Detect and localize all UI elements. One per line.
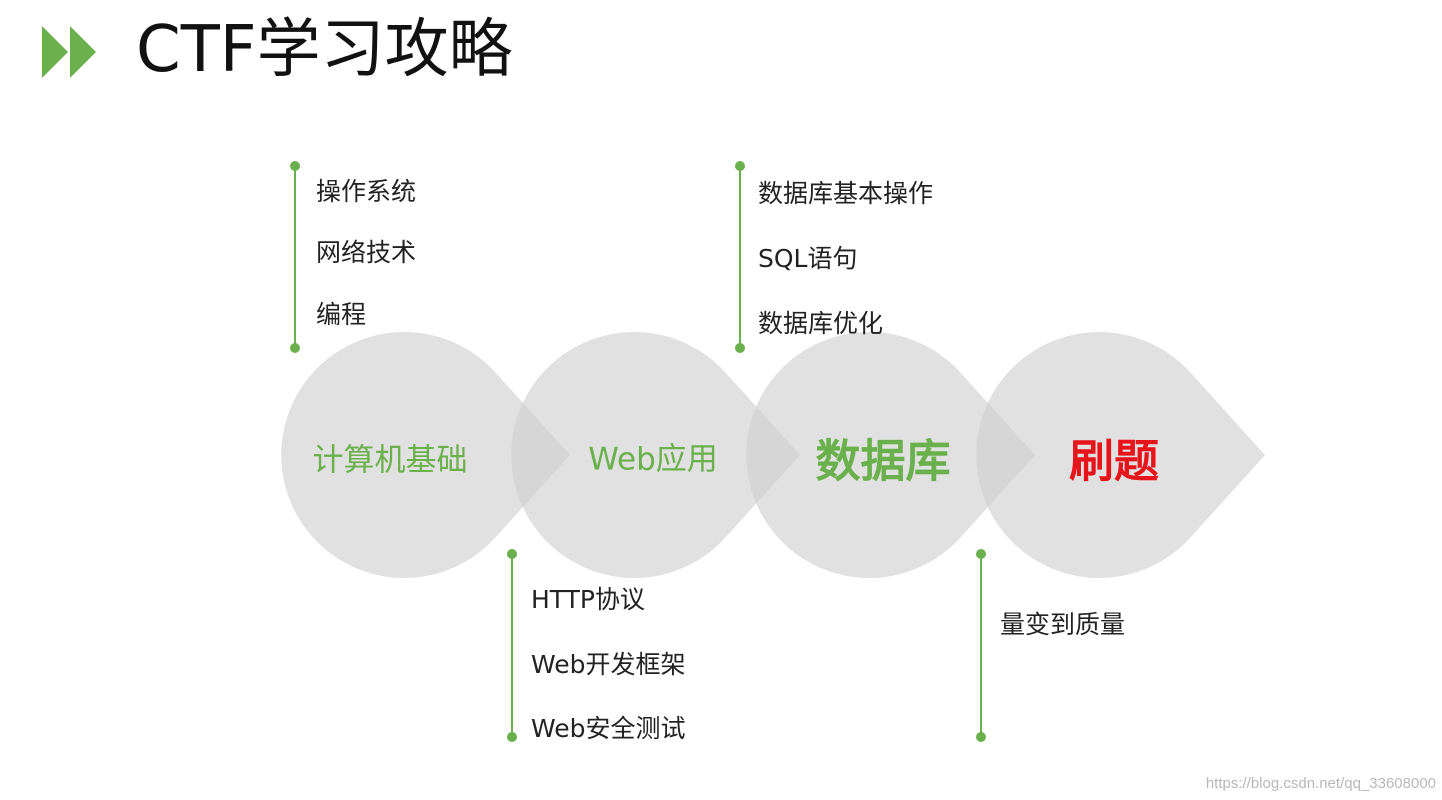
bracket-dot-top: [735, 161, 745, 171]
watermark: https://blog.csdn.net/qq_33608000: [1205, 775, 1436, 792]
bracket-line-computer-basics: [294, 166, 296, 348]
list-item: SQL语句: [758, 244, 858, 273]
bracket-dot-bottom: [976, 732, 986, 742]
list-item: 网络技术: [316, 238, 417, 267]
bracket-dot-bottom: [290, 343, 300, 353]
stage-shape-database: [746, 331, 1035, 578]
stage-label-computer-basics: 计算机基础: [312, 442, 468, 479]
list-item: Web安全测试: [531, 714, 686, 743]
bracket-dot-top: [507, 549, 517, 559]
list-item: 编程: [316, 300, 367, 329]
stage-shape-web-app: [511, 331, 800, 578]
stage-shape-practice: [976, 331, 1265, 578]
list-item: 量变到质量: [1000, 610, 1126, 639]
list-item: 数据库基本操作: [758, 179, 934, 208]
list-item: 数据库优化: [758, 309, 884, 338]
page-title: CTF学习攻略: [136, 13, 513, 87]
stage-label-database: 数据库: [815, 434, 951, 488]
bracket-dot-bottom: [507, 732, 517, 742]
list-item: 操作系统: [316, 177, 417, 206]
title-double-arrow-icon: [42, 26, 96, 78]
list-item: Web开发框架: [531, 650, 686, 679]
arrow-right-icon: [70, 26, 96, 78]
arrow-left-icon: [42, 26, 68, 78]
bracket-dot-bottom: [735, 343, 745, 353]
bracket-dot-top: [976, 549, 986, 559]
bracket-line-web-app: [511, 554, 513, 737]
stage-shape-computer-basics: [281, 331, 570, 578]
bracket-dot-top: [290, 161, 300, 171]
stage-label-practice: 刷题: [1068, 434, 1160, 488]
stage-label-web-app: Web应用: [588, 441, 718, 478]
bracket-line-database: [739, 166, 741, 348]
bracket-line-practice: [980, 554, 982, 737]
list-item: HTTP协议: [531, 585, 645, 614]
